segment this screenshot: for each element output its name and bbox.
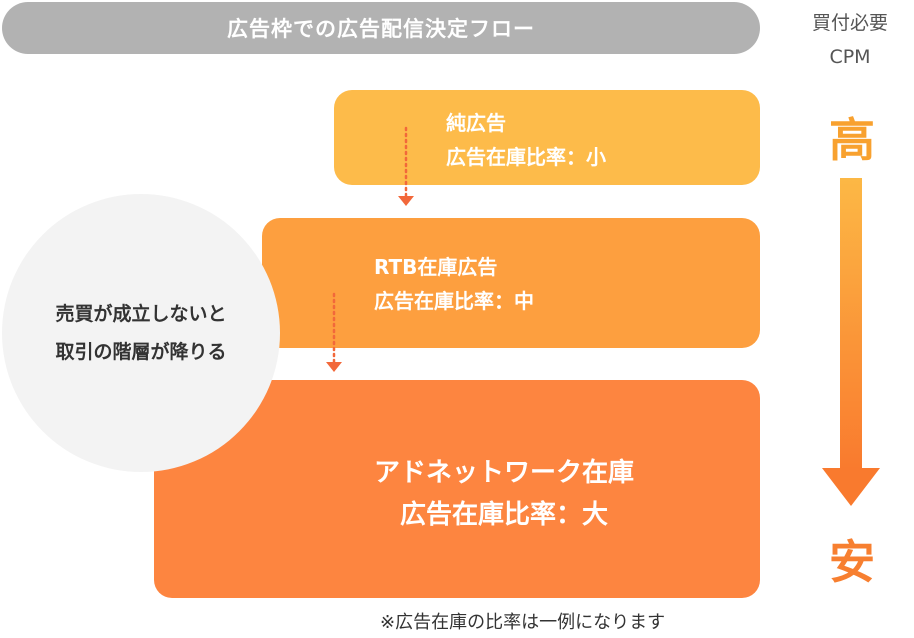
flow-title-text: 広告枠での広告配信決定フロー [227, 17, 535, 41]
fallthrough-note-line1: 売買が成立しないと [55, 303, 227, 325]
cpm-gradient-arrow-head [822, 468, 880, 506]
cpm-scale-label-line1: 買付必要 [811, 12, 888, 34]
tier-rtb-inventory: RTB在庫広告 広告在庫比率：中 [262, 218, 760, 348]
footnote: ※広告在庫の比率は一例になります [380, 612, 666, 633]
tier-ad-network-ratio: 広告在庫比率：大 [399, 500, 608, 530]
dotted-arrow-2 [326, 292, 342, 372]
cpm-high-label: 高 [829, 113, 875, 167]
dotted-arrow-1 [398, 126, 414, 206]
cpm-scale-label: 買付必要 CPM [785, 6, 914, 74]
tier-rtb-inventory-ratio: 広告在庫比率：中 [374, 289, 534, 313]
tier-direct-ads-text: 純広告 広告在庫比率：小 [446, 106, 606, 174]
cpm-low-label: 安 [829, 535, 875, 589]
tier-ad-network-text: アドネットワーク在庫 広告在庫比率：大 [154, 452, 704, 536]
cpm-gradient-arrow-shaft [840, 178, 862, 470]
tier-rtb-inventory-text: RTB在庫広告 広告在庫比率：中 [374, 250, 534, 318]
tier-ad-network: アドネットワーク在庫 広告在庫比率：大 [154, 380, 760, 598]
dotted-arrow-1-head [398, 196, 414, 206]
fallthrough-note-circle: 売買が成立しないと 取引の階層が降りる [2, 194, 280, 472]
flow-title: 広告枠での広告配信決定フロー [2, 2, 760, 54]
tier-ad-network-name: アドネットワーク在庫 [373, 458, 634, 488]
dotted-arrow-2-head [326, 362, 342, 372]
fallthrough-note-line2: 取引の階層が降りる [55, 341, 227, 363]
tier-direct-ads-ratio: 広告在庫比率：小 [446, 145, 606, 169]
tier-direct-ads: 純広告 広告在庫比率：小 [334, 90, 760, 185]
cpm-gradient-arrow [822, 178, 880, 506]
tier-direct-ads-name: 純広告 [446, 111, 506, 135]
cpm-scale-label-line2: CPM [829, 46, 871, 68]
tier-rtb-inventory-name: RTB在庫広告 [374, 255, 498, 279]
